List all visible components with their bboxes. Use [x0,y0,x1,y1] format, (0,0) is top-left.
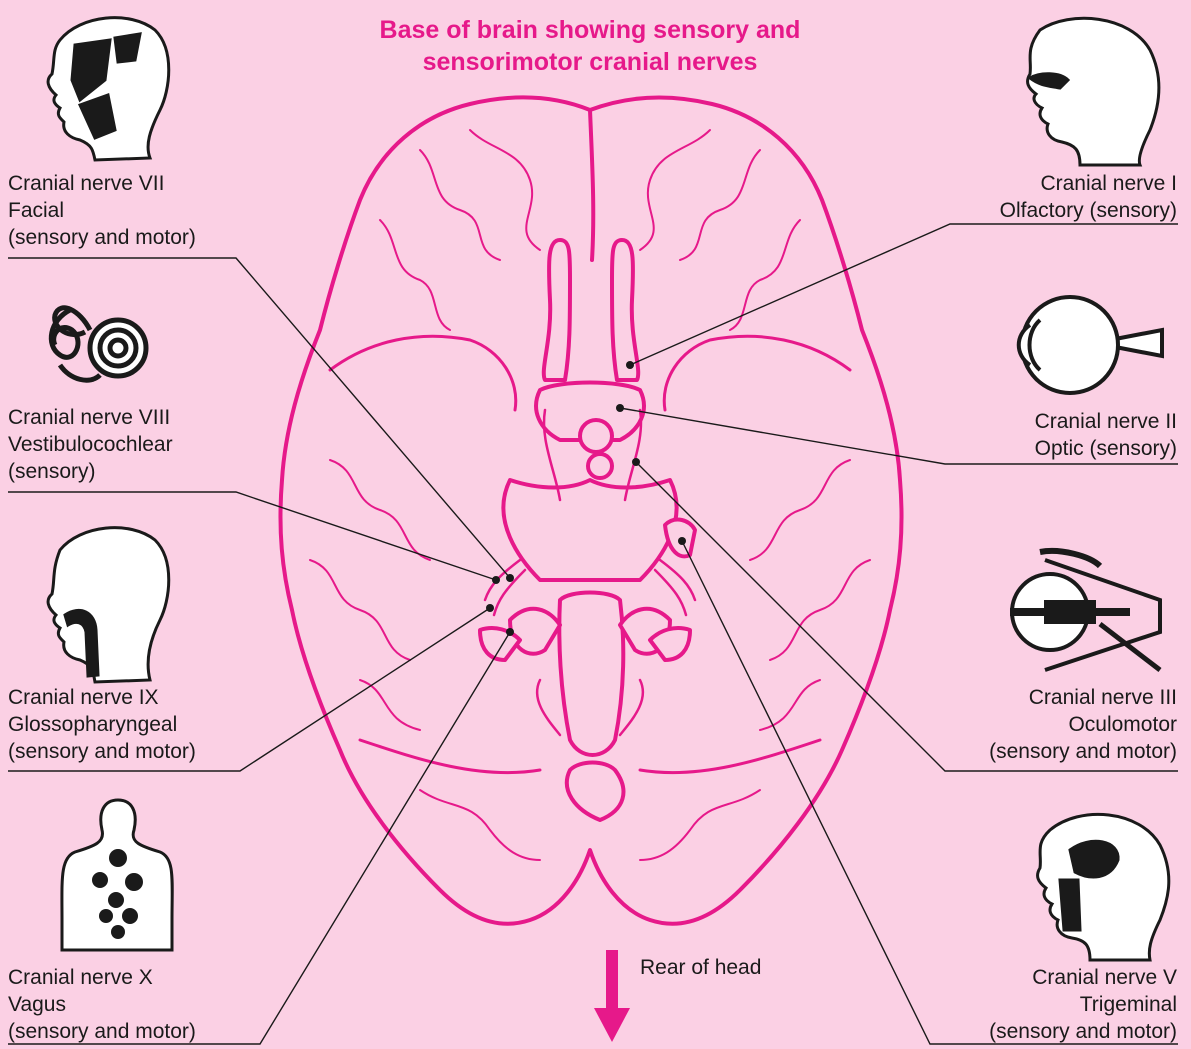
label-line: Cranial nerve X [8,964,196,991]
label-olfactory: Cranial nerve I Olfactory (sensory) [1000,170,1177,224]
label-line: Optic (sensory) [1035,435,1177,462]
label-line: Vagus [8,991,196,1018]
label-facial: Cranial nerve VII Facial (sensory and mo… [8,170,196,251]
label-optic: Cranial nerve II Optic (sensory) [1035,408,1177,462]
label-trigeminal: Cranial nerve V Trigeminal (sensory and … [989,964,1177,1045]
label-line: Trigeminal [989,991,1177,1018]
jaw-head-icon [1038,814,1169,960]
label-line: Vestibulocochlear [8,431,173,458]
label-line: (sensory and motor) [8,1018,196,1045]
diagram-title: Base of brain showing sensory and sensor… [320,14,860,78]
label-line: (sensory and motor) [8,224,196,251]
label-line: Cranial nerve IX [8,684,196,711]
label-vagus: Cranial nerve X Vagus (sensory and motor… [8,964,196,1045]
brainstem-structures [480,240,695,820]
nose-head-icon [1028,18,1159,165]
label-vestibulocochlear: Cranial nerve VIII Vestibulocochlear (se… [8,404,173,485]
label-line: (sensory and motor) [989,738,1177,765]
label-line: (sensory) [8,458,173,485]
label-line: Cranial nerve III [989,684,1177,711]
rear-of-head-label: Rear of head [640,956,761,980]
label-glossopharyngeal: Cranial nerve IX Glossopharyngeal (senso… [8,684,196,765]
title-line-1: Base of brain showing sensory and [320,14,860,46]
label-line: (sensory and motor) [989,1018,1177,1045]
torso-icon [62,800,172,950]
label-line: Cranial nerve VIII [8,404,173,431]
label-line: Glossopharyngeal [8,711,196,738]
rear-arrow-icon [594,950,630,1042]
label-line: Cranial nerve V [989,964,1177,991]
title-line-2: sensorimotor cranial nerves [320,46,860,78]
label-oculomotor: Cranial nerve III Oculomotor (sensory an… [989,684,1177,765]
label-line: (sensory and motor) [8,738,196,765]
throat-head-icon [48,528,169,682]
label-line: Oculomotor [989,711,1177,738]
inner-ear-icon [51,308,146,380]
eye-muscles-icon [1010,551,1160,670]
label-line: Olfactory (sensory) [1000,197,1177,224]
label-line: Cranial nerve II [1035,408,1177,435]
label-line: Cranial nerve VII [8,170,196,197]
label-line: Facial [8,197,196,224]
label-line: Cranial nerve I [1000,170,1177,197]
face-head-icon [48,18,169,160]
eye-icon [1019,297,1162,393]
